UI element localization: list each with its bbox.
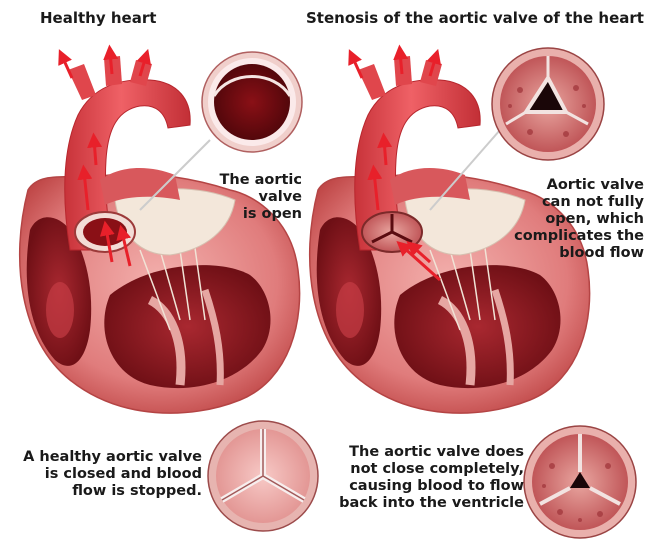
healthy-valve-caption: A healthy aortic valve is closed and blo… (10, 449, 202, 500)
zoom-stenotic-closed-valve (524, 426, 636, 538)
atrium-inner (46, 282, 74, 338)
atrium-inner (336, 282, 364, 338)
zoom-open-valve (202, 52, 302, 152)
stenosis-title: Stenosis of the aortic valve of the hear… (306, 9, 644, 27)
zoom-stenotic-open-valve (492, 48, 604, 160)
stenosis-callout: Aortic valve can not fully open, which c… (508, 177, 644, 262)
aortic-branch-1 (358, 64, 386, 100)
stenosis-valve-caption: The aortic valve does not close complete… (336, 444, 524, 512)
zoom-closed-valve (208, 421, 318, 531)
open-valve-callout: The aortic valve is open (196, 172, 302, 223)
aortic-branch-1 (68, 64, 96, 100)
valve-opening (83, 218, 127, 246)
healthy-heart-title: Healthy heart (40, 9, 156, 27)
